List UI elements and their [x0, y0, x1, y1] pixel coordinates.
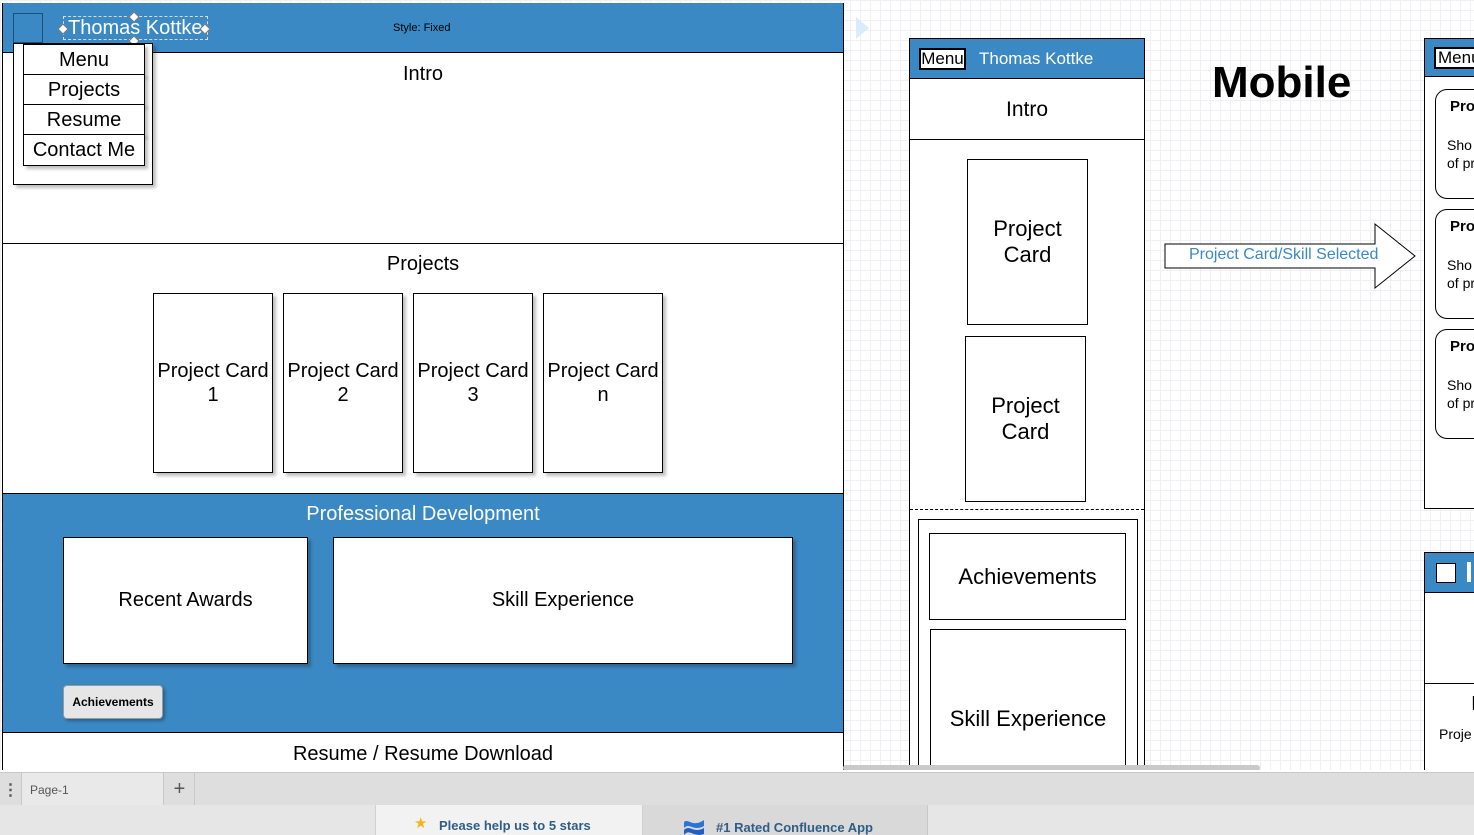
achievements-button-label: Achievements	[72, 695, 154, 709]
detail-card-text: Sho	[1447, 137, 1472, 153]
menu-list: Menu Projects Resume Contact Me	[23, 44, 145, 166]
project-card-label: Project Card	[287, 360, 399, 382]
menu-item-menu[interactable]: Menu	[23, 44, 145, 76]
detail-card-text: of pr	[1447, 155, 1474, 171]
menu-item-label: Menu	[58, 48, 110, 71]
menu-item-projects[interactable]: Projects	[23, 74, 145, 106]
recent-awards-box[interactable]: Recent Awards	[63, 537, 308, 664]
project-card-number: n	[597, 384, 609, 406]
project-card-number: 3	[467, 384, 479, 406]
mobile-project-card-2[interactable]: Project Card	[965, 336, 1086, 502]
detail-card[interactable]: Pro Sho of pr	[1435, 209, 1474, 319]
mobile-menu-button[interactable]: Menu	[919, 48, 966, 70]
prof-dev-title: Professional Development	[306, 503, 540, 525]
project-card-number: 2	[337, 384, 349, 406]
menu-dropdown[interactable]: Menu Projects Resume Contact Me	[13, 43, 153, 185]
confluence-banner-text: #1 Rated Confluence App	[716, 820, 873, 835]
mobile-wireframe[interactable]: Menu Thomas Kottke Intro Project Card Pr…	[909, 38, 1145, 770]
skill-experience-box[interactable]: Skill Experience	[333, 537, 793, 664]
detail-menu-button[interactable]: Menu	[1434, 47, 1474, 69]
arrow-label: Project Card/Skill Selected	[1189, 246, 1379, 263]
detail-menu-button-label: Menu	[1438, 48, 1474, 67]
mobile-intro-title: Intro	[1005, 98, 1049, 121]
detail-2-header-title	[1467, 562, 1471, 582]
mobile-achievements-label: Achievements	[958, 563, 1097, 589]
menu-item-resume[interactable]: Resume	[23, 104, 145, 136]
project-card-label: Card	[1001, 419, 1050, 444]
collapse-arrow-icon[interactable]	[856, 17, 869, 39]
detail-2-title: I	[1471, 693, 1474, 715]
checkbox-icon[interactable]	[1436, 563, 1456, 583]
style-label: Style: Fixed	[393, 22, 451, 34]
detail-panel[interactable]: Menu Pro Sho of pr Pro Sho of pr Pro Sho…	[1424, 38, 1474, 509]
detail-panel-2[interactable]: I Proje	[1424, 552, 1474, 770]
project-card-1[interactable]: Project Card 1	[153, 293, 273, 473]
add-page-icon: +	[173, 778, 186, 800]
detail-card[interactable]: Pro Sho of pr	[1435, 89, 1474, 199]
page-tab-label: Page-1	[30, 783, 69, 797]
project-card-label: Project Card	[547, 360, 659, 382]
mobile-header[interactable]: Menu Thomas Kottke	[910, 39, 1144, 79]
divider	[3, 243, 843, 244]
recent-awards-label: Recent Awards	[118, 589, 253, 611]
transition-arrow-icon[interactable]	[1163, 222, 1419, 290]
project-card-n[interactable]: Project Card n	[543, 293, 663, 473]
detail-card-title: Pro	[1450, 218, 1474, 235]
divider	[910, 139, 1144, 140]
star-icon: ★	[414, 815, 428, 832]
desktop-projects-title: Projects	[386, 253, 460, 275]
add-page-button[interactable]: +	[165, 773, 195, 806]
project-card-number: 1	[207, 384, 219, 406]
page-tab-bar: ⋮ Page-1 +	[0, 772, 1474, 806]
detail-card-title: Pro	[1450, 98, 1474, 115]
mobile-project-card-1[interactable]: Project Card	[967, 159, 1088, 325]
menu-item-label: Resume	[46, 108, 122, 131]
divider	[1425, 683, 1474, 684]
mobile-prof-dev-frame	[918, 519, 1138, 770]
mobile-skill-experience-label: Skill Experience	[949, 706, 1107, 731]
detail-header[interactable]: Menu	[1425, 39, 1474, 77]
confluence-banner[interactable]: #1 Rated Confluence App	[643, 805, 928, 835]
detail-card-text: of pr	[1447, 275, 1474, 291]
desktop-wireframe[interactable]: Thomas Kottke Style: Fixed Menu Projects…	[2, 3, 844, 770]
horizontal-scrollbar[interactable]	[843, 765, 1260, 770]
mobile-achievements-box[interactable]: Achievements	[929, 533, 1126, 620]
mobile-prof-dev-group[interactable]: Achievements Skill Experience	[910, 509, 1144, 770]
detail-2-header[interactable]	[1425, 553, 1474, 593]
achievements-button[interactable]: Achievements	[63, 685, 163, 719]
project-card-2[interactable]: Project Card 2	[283, 293, 403, 473]
project-card-label: Project	[993, 216, 1062, 241]
project-card-label: Card	[1003, 242, 1052, 267]
rate-banner-text: Please help us to 5 stars	[439, 818, 591, 833]
project-card-label: Project Card	[157, 360, 269, 382]
rate-banner[interactable]: ★ Please help us to 5 stars	[375, 805, 643, 835]
project-card-label: Project Card	[417, 360, 529, 382]
project-card-label: Project	[991, 393, 1060, 418]
menu-item-label: Projects	[47, 78, 121, 101]
detail-card-text: of pr	[1447, 395, 1474, 411]
project-card-3[interactable]: Project Card 3	[413, 293, 533, 473]
mobile-menu-button-label: Menu	[921, 49, 964, 68]
page-menu-icon[interactable]: ⋮	[0, 773, 22, 806]
mobile-skill-experience-box[interactable]: Skill Experience	[930, 629, 1126, 770]
detail-card-text: Sho	[1447, 377, 1472, 393]
footer-ad-bar: ★ Please help us to 5 stars #1 Rated Con…	[0, 805, 1474, 835]
desktop-menu-toggle[interactable]	[13, 13, 43, 43]
detail-card-title: Pro	[1450, 338, 1474, 355]
menu-item-label: Contact Me	[32, 138, 136, 161]
menu-item-contact[interactable]: Contact Me	[23, 134, 145, 166]
mobile-heading: Mobile	[1212, 58, 1352, 107]
desktop-header-title-text: Thomas Kottke	[68, 17, 203, 39]
skill-experience-label: Skill Experience	[491, 589, 635, 611]
detail-card-text: Sho	[1447, 257, 1472, 273]
diagram-canvas[interactable]: Thomas Kottke Style: Fixed Menu Projects…	[0, 0, 1474, 770]
resume-title: Resume / Resume Download	[292, 743, 554, 765]
desktop-intro-title: Intro	[402, 63, 444, 85]
mobile-header-title: Thomas Kottke	[979, 49, 1094, 68]
prof-dev-section[interactable]: Professional Development Recent Awards S…	[3, 493, 843, 733]
page-tab[interactable]: Page-1	[22, 773, 164, 806]
confluence-icon	[684, 820, 704, 835]
detail-card[interactable]: Pro Sho of pr	[1435, 329, 1474, 439]
detail-2-text: Proje	[1439, 726, 1472, 742]
